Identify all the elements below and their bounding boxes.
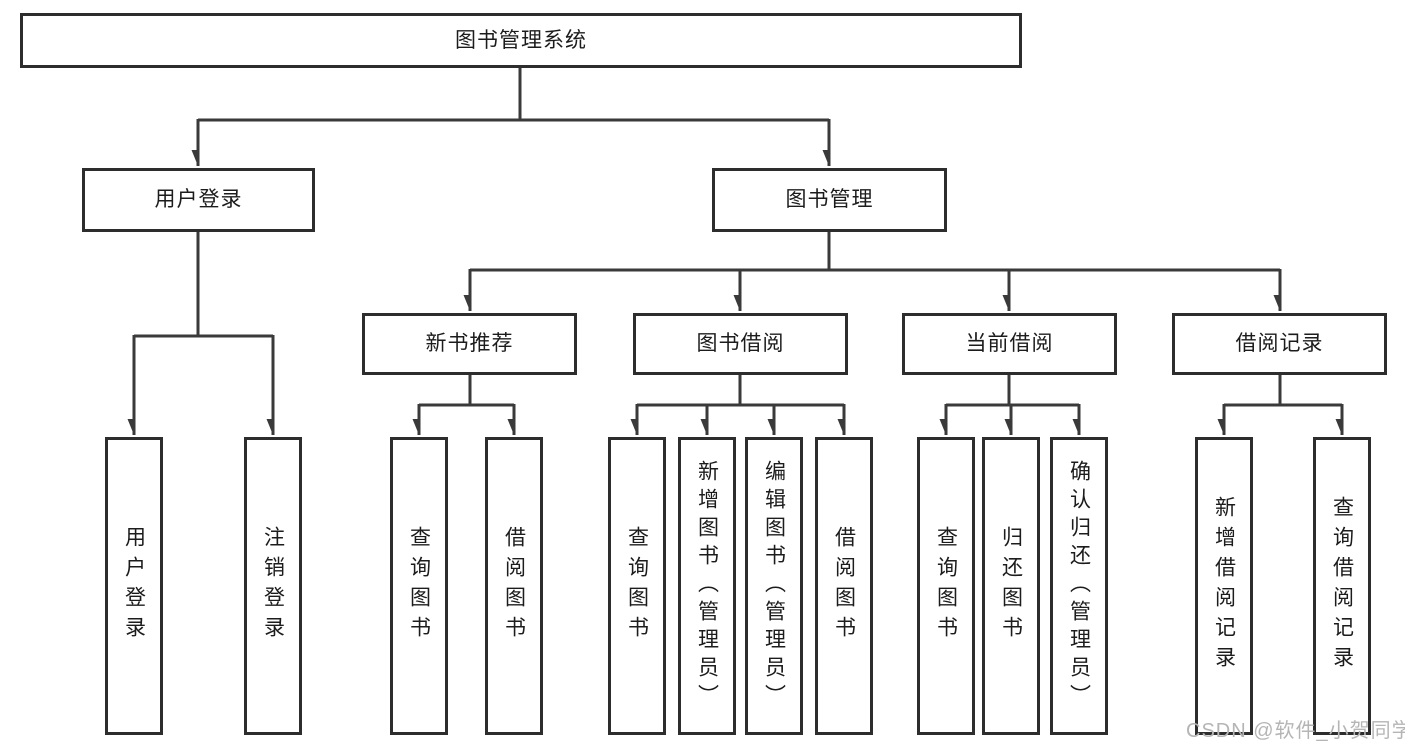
connector-book-management-to-level3: [470, 232, 1282, 311]
node-label: 用户登录: [122, 526, 146, 646]
connector-root-to-level2: [198, 68, 831, 166]
node-label: 图书管理: [785, 188, 874, 212]
node-borrow-records: 借阅记录: [1172, 313, 1387, 375]
leaf-logout-login: 注销登录: [244, 437, 302, 735]
node-book-management: 图书管理: [712, 168, 947, 232]
node-label: 用户登录: [154, 188, 243, 212]
node-label: 当前借阅: [965, 332, 1054, 356]
leaf-borrow-query-books: 查询图书: [608, 437, 666, 735]
node-label: 借阅图书: [502, 526, 526, 646]
node-label: 借阅图书: [832, 526, 856, 646]
node-label: 借阅记录: [1235, 332, 1324, 356]
node-book-borrow: 图书借阅: [633, 313, 848, 375]
connector-user-login-children: [134, 232, 275, 435]
leaf-current-return-books: 归还图书: [982, 437, 1040, 735]
node-new-book-recommend: 新书推荐: [362, 313, 577, 375]
leaf-records-query-borrow-record: 查询借阅记录: [1313, 437, 1371, 735]
leaf-borrow-borrow-books: 借阅图书: [815, 437, 873, 735]
node-label: 新书推荐: [425, 332, 514, 356]
leaf-current-query-books: 查询图书: [917, 437, 975, 735]
connector-new-book-recommend-children: [419, 375, 516, 435]
node-user-login: 用户登录: [82, 168, 315, 232]
leaf-user-login: 用户登录: [105, 437, 163, 735]
leaf-newbook-query-books: 查询图书: [390, 437, 448, 735]
watermark: CSDN @软件_小贺同学: [1186, 720, 1405, 742]
leaf-borrow-add-books-admin: 新增图书（管理员）: [678, 437, 736, 735]
node-current-borrow: 当前借阅: [902, 313, 1117, 375]
leaf-records-add-borrow-record: 新增借阅记录: [1195, 437, 1253, 735]
node-label: 查询图书: [407, 526, 431, 646]
node-label: 查询借阅记录: [1330, 496, 1354, 676]
connector-current-borrow-children: [946, 375, 1081, 435]
node-label: 注销登录: [261, 526, 285, 646]
leaf-newbook-borrow-books: 借阅图书: [485, 437, 543, 735]
node-label: 图书管理系统: [455, 28, 587, 52]
connector-borrow-records-children: [1224, 375, 1344, 435]
node-label: 新增借阅记录: [1212, 496, 1236, 676]
node-label: 确认归还（管理员）: [1067, 460, 1091, 712]
node-label: 图书借阅: [696, 332, 785, 356]
connector-book-borrow-children: [637, 375, 846, 435]
node-label: 新增图书（管理员）: [695, 460, 719, 712]
node-label: 归还图书: [999, 526, 1023, 646]
node-label: 查询图书: [934, 526, 958, 646]
node-library-management-system: 图书管理系统: [20, 13, 1022, 68]
node-label: 查询图书: [625, 526, 649, 646]
leaf-current-confirm-return-admin: 确认归还（管理员）: [1050, 437, 1108, 735]
leaf-borrow-edit-books-admin: 编辑图书（管理员）: [745, 437, 803, 735]
node-label: 编辑图书（管理员）: [762, 460, 786, 712]
